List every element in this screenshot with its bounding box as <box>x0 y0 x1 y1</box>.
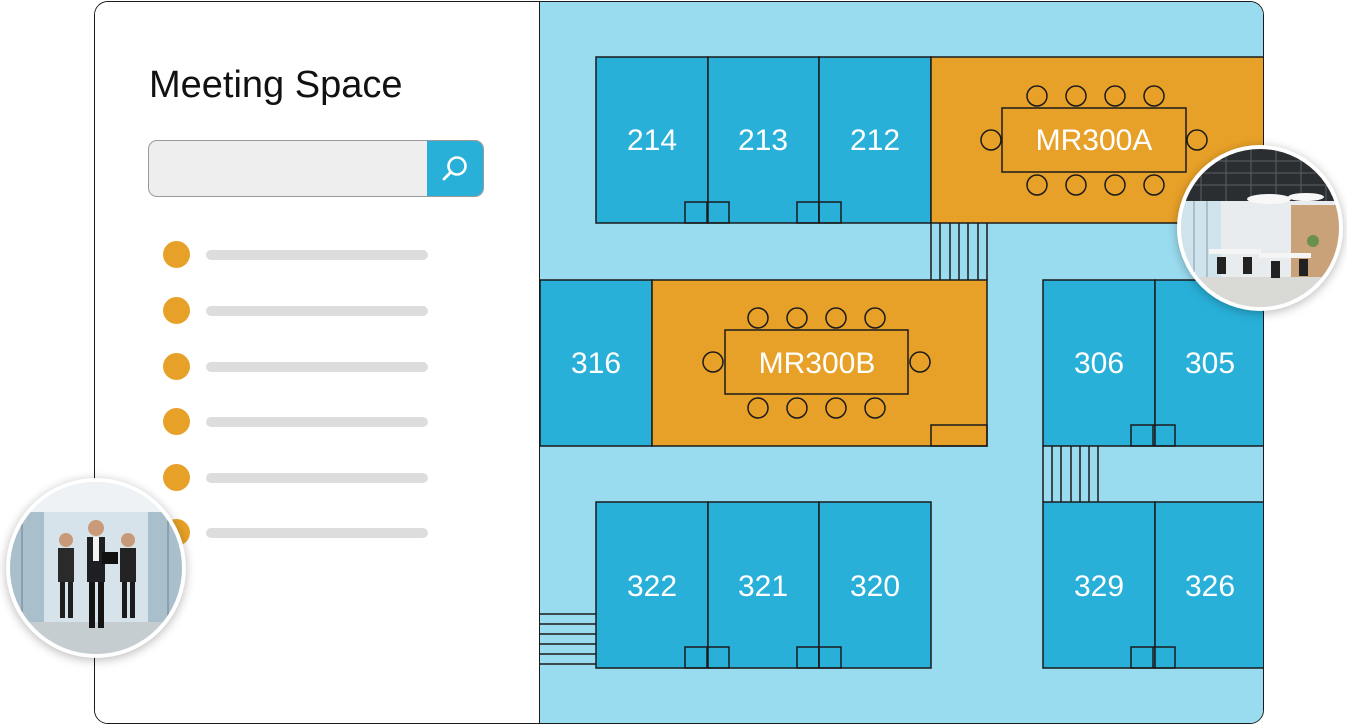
room-320[interactable] <box>818 501 932 669</box>
business-people-walking-photo <box>6 478 186 658</box>
door-markers <box>684 201 1176 669</box>
room-214[interactable] <box>595 56 709 224</box>
list-item-placeholder <box>206 473 428 483</box>
list-bullet <box>163 241 190 268</box>
list-bullet <box>163 464 190 491</box>
search-input[interactable] <box>149 141 427 196</box>
list-item-placeholder <box>206 528 428 538</box>
room-mr300b[interactable] <box>651 279 988 447</box>
office-interior-photo <box>1177 145 1343 311</box>
list-item[interactable] <box>163 241 428 269</box>
room-212[interactable] <box>818 56 932 224</box>
room-316-label: 316 <box>571 347 621 380</box>
room-326-label: 326 <box>1185 570 1235 603</box>
room-316[interactable] <box>540 279 653 447</box>
meeting-space-window: Meeting Space <box>94 1 1264 724</box>
list-item[interactable] <box>163 353 428 381</box>
room-329[interactable] <box>1042 501 1156 669</box>
list-bullet <box>163 353 190 380</box>
mr300a-table <box>980 85 1208 196</box>
room-mr300b-label: MR300B <box>759 347 876 380</box>
list-item[interactable] <box>163 519 428 547</box>
list-item[interactable] <box>163 297 428 325</box>
list-item-placeholder <box>206 417 428 427</box>
list-item-placeholder <box>206 362 428 372</box>
room-320-label: 320 <box>850 570 900 603</box>
page-title: Meeting Space <box>149 64 403 106</box>
list-item-placeholder <box>206 306 428 316</box>
search-icon <box>442 155 467 180</box>
mr300b-table <box>702 307 931 419</box>
room-322-label: 322 <box>627 570 677 603</box>
room-306[interactable] <box>1042 279 1156 447</box>
list-item[interactable] <box>163 464 428 492</box>
stairs <box>540 223 1099 665</box>
room-322[interactable] <box>595 501 709 669</box>
list-item-placeholder <box>206 250 428 260</box>
list-item[interactable] <box>163 408 428 436</box>
floor-plan-svg: 214 213 212 MR300A 316 MR300B 306 305 32… <box>540 56 1264 669</box>
list-bullet <box>163 297 190 324</box>
room-326[interactable] <box>1154 501 1264 669</box>
room-321-label: 321 <box>738 570 788 603</box>
floor-plan-map: 214 213 212 MR300A 316 MR300B 306 305 32… <box>539 2 1264 723</box>
room-213-label: 213 <box>738 124 788 157</box>
room-329-label: 329 <box>1074 570 1124 603</box>
room-305-label: 305 <box>1185 347 1235 380</box>
room-212-label: 212 <box>850 124 900 157</box>
room-213[interactable] <box>707 56 820 224</box>
search-button[interactable] <box>427 141 483 196</box>
room-321[interactable] <box>707 501 820 669</box>
room-306-label: 306 <box>1074 347 1124 380</box>
room-214-label: 214 <box>627 124 677 157</box>
list-bullet <box>163 408 190 435</box>
room-mr300a-label: MR300A <box>1036 124 1153 157</box>
search-bar <box>148 140 484 197</box>
